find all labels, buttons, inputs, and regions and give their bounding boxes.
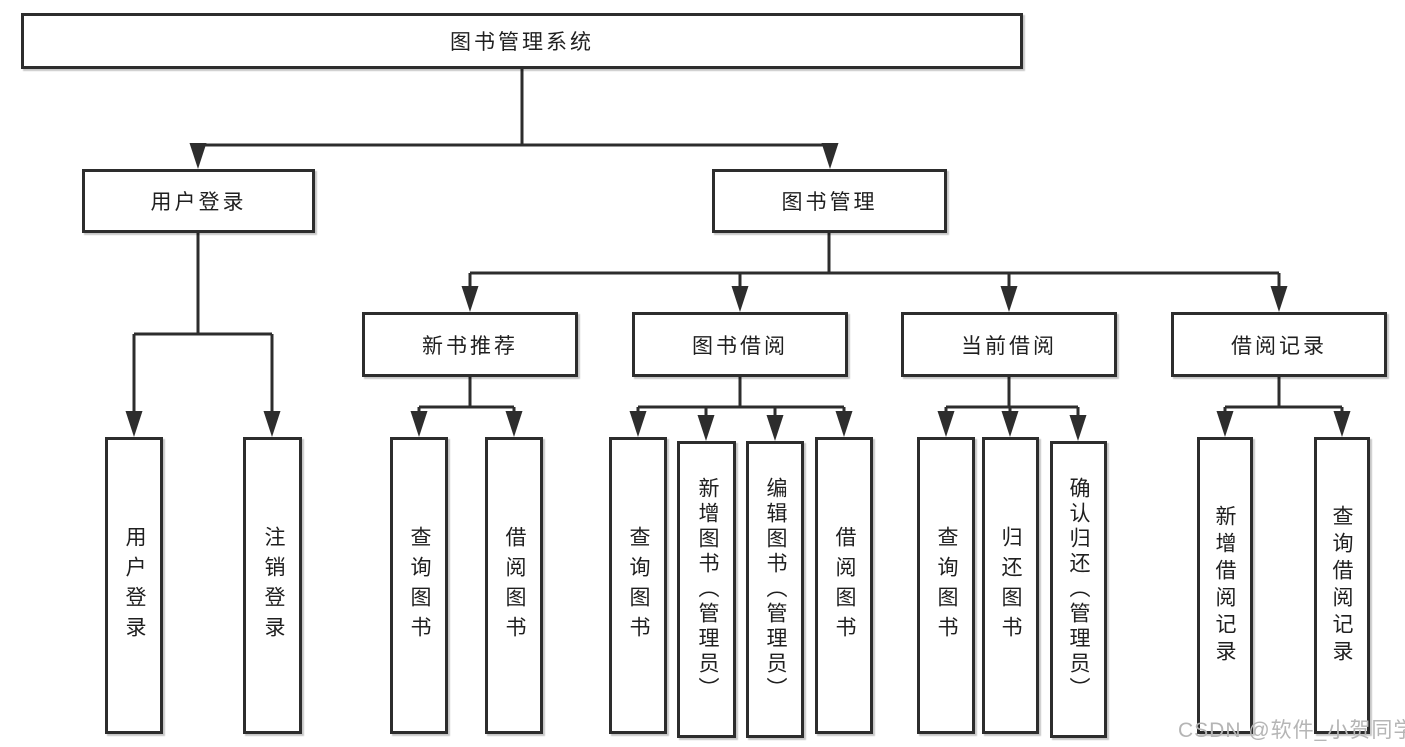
leaf-borrowing-add-books-admin: 新增图书（管理员） <box>677 441 736 738</box>
node-borrowing-records: 借阅记录 <box>1171 312 1387 377</box>
leaf-current-search-books: 查询图书 <box>917 437 975 734</box>
node-book-borrowing: 图书借阅 <box>632 312 848 377</box>
leaf-records-search-record: 查询借阅记录 <box>1314 437 1370 734</box>
leaf-recommend-borrow-books: 借阅图书 <box>485 437 543 734</box>
node-current-borrowing: 当前借阅 <box>901 312 1117 377</box>
leaf-current-confirm-return-admin: 确认归还（管理员） <box>1050 441 1107 738</box>
leaf-current-return-books: 归还图书 <box>982 437 1039 734</box>
leaf-records-add-record: 新增借阅记录 <box>1197 437 1253 734</box>
leaf-borrowing-edit-books-admin: 编辑图书（管理员） <box>746 441 804 738</box>
leaf-logout: 注销登录 <box>243 437 302 734</box>
arrowhead-icons <box>125 143 1351 441</box>
leaf-user-login: 用户登录 <box>105 437 163 734</box>
csdn-watermark: CSDN @软件_小贺同学 <box>1178 719 1405 742</box>
node-root-library-management-system: 图书管理系统 <box>21 13 1023 69</box>
leaf-recommend-search-books: 查询图书 <box>390 437 448 734</box>
node-new-book-recommend: 新书推荐 <box>362 312 578 377</box>
leaf-borrowing-borrow-books: 借阅图书 <box>815 437 873 734</box>
node-book-management: 图书管理 <box>712 169 947 233</box>
node-user-login: 用户登录 <box>82 169 315 233</box>
leaf-borrowing-search-books: 查询图书 <box>609 437 667 734</box>
